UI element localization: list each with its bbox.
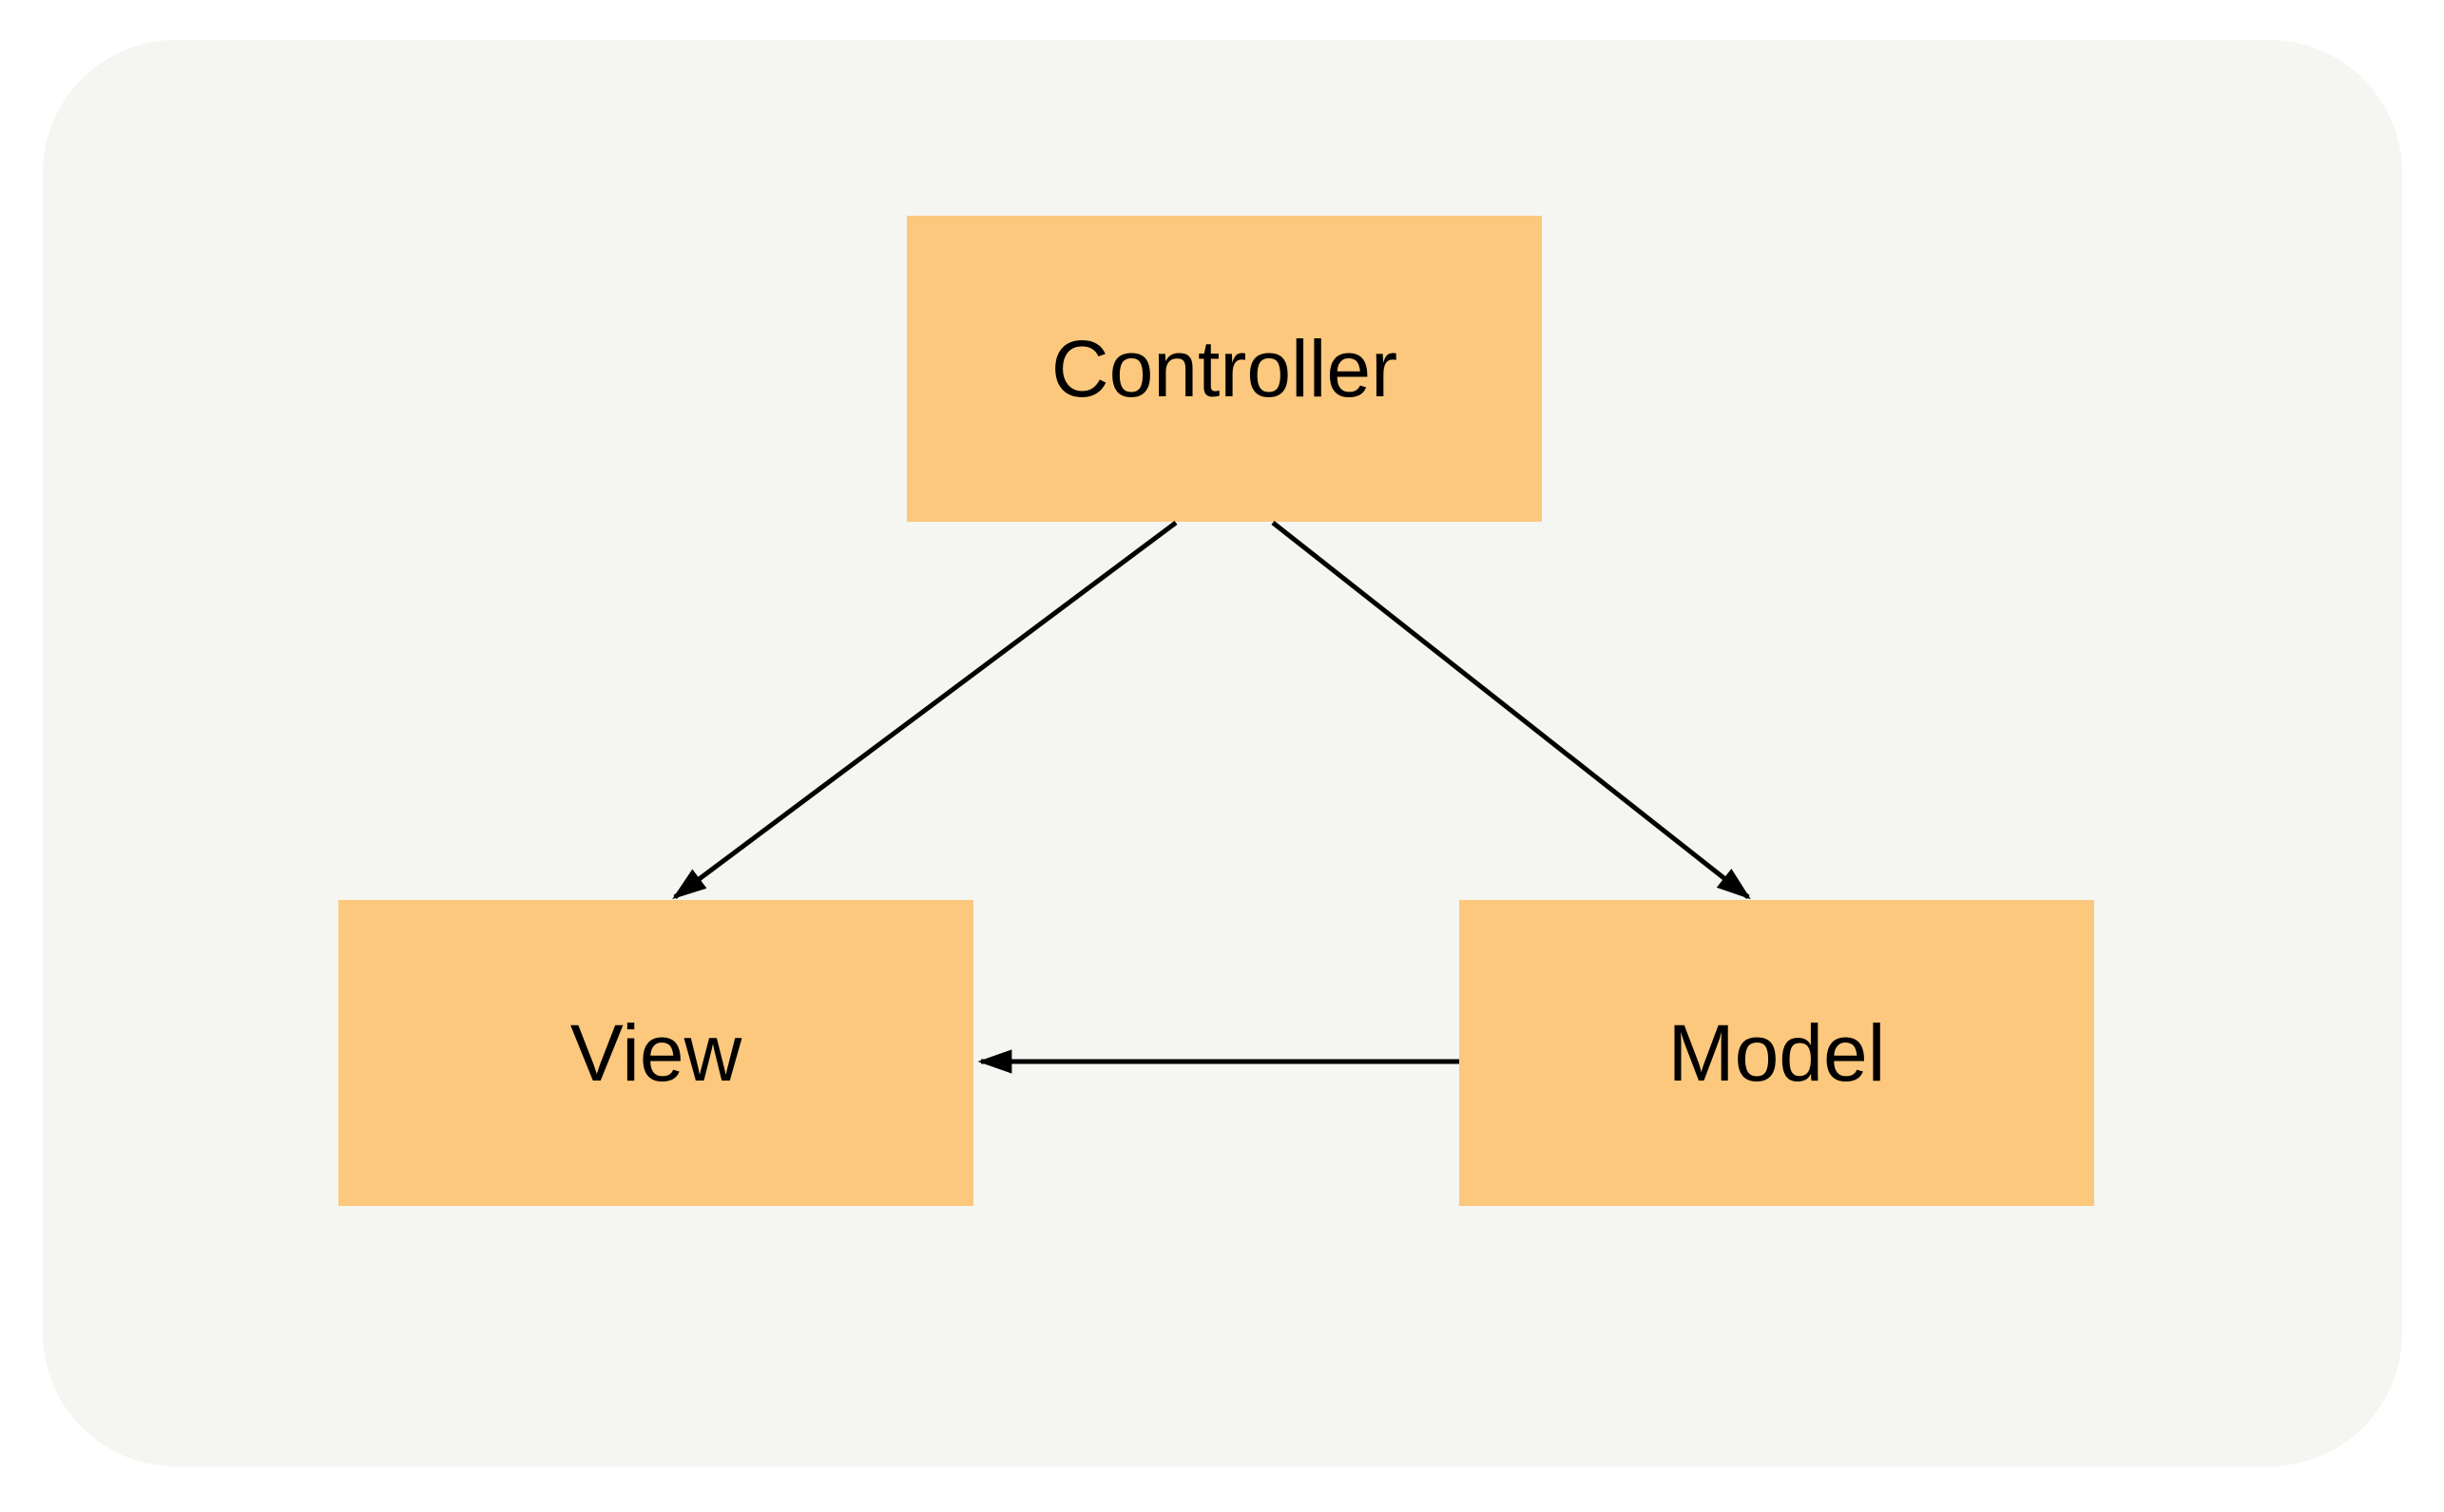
- node-controller: Controller: [907, 216, 1542, 522]
- node-controller-label: Controller: [1050, 323, 1398, 413]
- node-view-label: View: [569, 1007, 742, 1098]
- node-model-label: Model: [1667, 1007, 1886, 1098]
- node-view: View: [338, 900, 973, 1206]
- node-model: Model: [1459, 900, 2094, 1206]
